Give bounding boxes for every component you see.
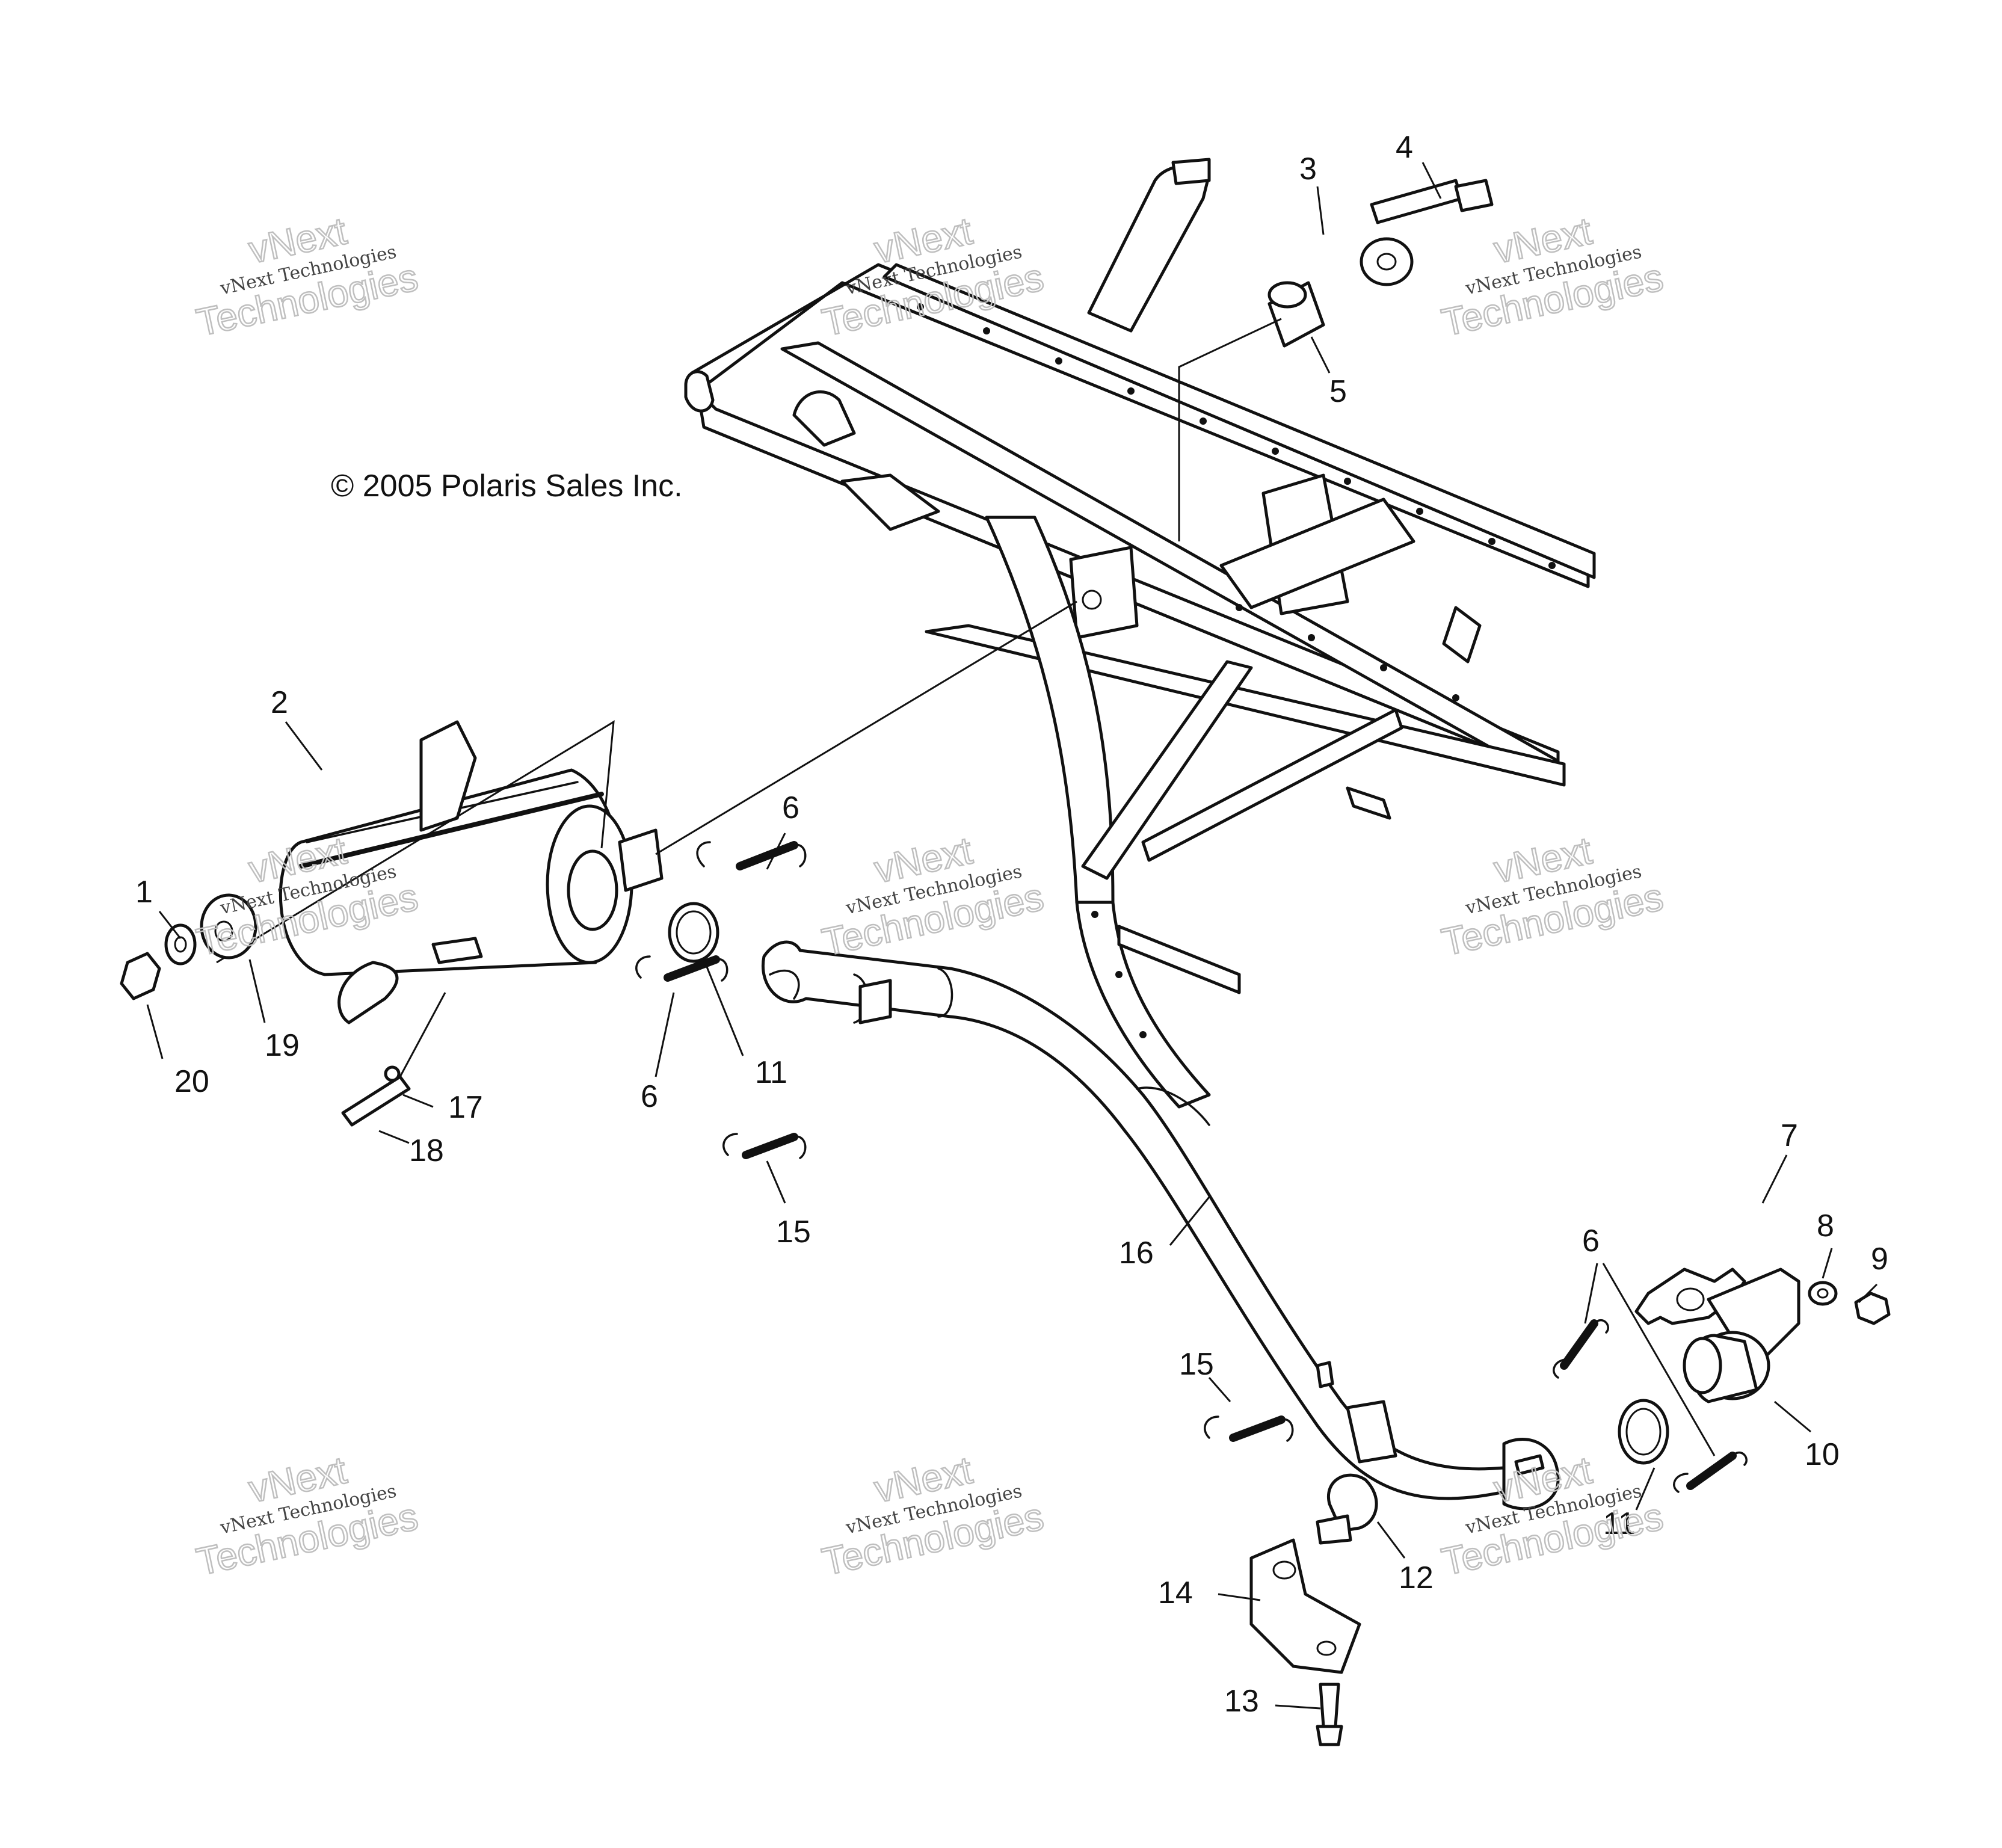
watermark-6: vNext Technologies vNext Technologies [1437, 828, 1668, 965]
head-pipe [762, 940, 1560, 1511]
callout-2: 2 [271, 685, 288, 720]
callout-15-left: 15 [776, 1215, 811, 1249]
callout-1: 1 [135, 875, 153, 910]
callout-18: 18 [409, 1133, 444, 1168]
callout-14: 14 [1158, 1575, 1193, 1610]
mount-bracket [1249, 1538, 1361, 1674]
callout-19: 19 [265, 1028, 300, 1063]
muffler-mount-hardware [120, 893, 446, 1127]
bolt-18 [341, 1075, 411, 1127]
callout-15-right: 15 [1179, 1347, 1214, 1382]
callout-20: 20 [174, 1064, 209, 1099]
muffler-hanger [419, 720, 477, 832]
callout-16: 16 [1119, 1236, 1154, 1270]
watermark-1: vNext Technologies vNext Technologies [192, 208, 422, 345]
callout-13: 13 [1224, 1684, 1259, 1719]
spring-6-lower [635, 955, 728, 982]
exhaust-flange-group [1634, 1267, 1891, 1403]
watermark-5: vNext Technologies vNext Technologies [818, 828, 1048, 965]
muffler-outlet [337, 961, 399, 1024]
spring-6-upper [696, 841, 807, 870]
watermark-3: vNext Technologies vNext Technologies [1437, 208, 1668, 345]
watermark-7: vNext Technologies vNext Technologies [192, 1447, 422, 1585]
mount-bolt [1370, 179, 1464, 224]
callout-11-left: 11 [755, 1055, 787, 1090]
nut [120, 952, 161, 1000]
exhaust-springs [635, 841, 1748, 1493]
spring-15-right [1204, 1415, 1294, 1442]
callout-6-lower: 6 [641, 1079, 658, 1114]
spring-6-right-lower [1673, 1451, 1748, 1493]
leader-lines [146, 162, 1878, 1710]
callout-11-right: 11 [1603, 1506, 1636, 1541]
lower-bracket-group [1249, 1473, 1378, 1746]
callout-12: 12 [1399, 1560, 1434, 1595]
callout-17: 17 [448, 1090, 483, 1125]
callout-numbers: 3 4 5 2 1 19 20 17 18 6 11 6 15 16 15 6 … [135, 130, 1888, 1719]
washer-17 [384, 1065, 401, 1082]
callout-6-right: 6 [1582, 1224, 1600, 1258]
spring-6-right-upper [1553, 1319, 1609, 1379]
frame-assembly [684, 158, 1596, 1109]
callout-9: 9 [1871, 1242, 1888, 1277]
callout-3: 3 [1299, 152, 1317, 186]
watermark-8: vNext Technologies vNext Technologies [818, 1447, 1048, 1585]
callout-6-upper: 6 [782, 790, 799, 825]
callout-10: 10 [1805, 1437, 1840, 1472]
muffler [216, 600, 1077, 1024]
frame-mount-hardware [1178, 179, 1494, 541]
flange-nut [1854, 1292, 1891, 1325]
callout-5: 5 [1329, 374, 1347, 409]
callout-7: 7 [1781, 1118, 1798, 1153]
spring-15-left [722, 1133, 807, 1159]
callout-8: 8 [1817, 1209, 1834, 1243]
bracket-bolt [1319, 1683, 1340, 1728]
copyright-notice: © 2005 Polaris Sales Inc. [331, 469, 683, 504]
callout-4: 4 [1396, 130, 1413, 165]
